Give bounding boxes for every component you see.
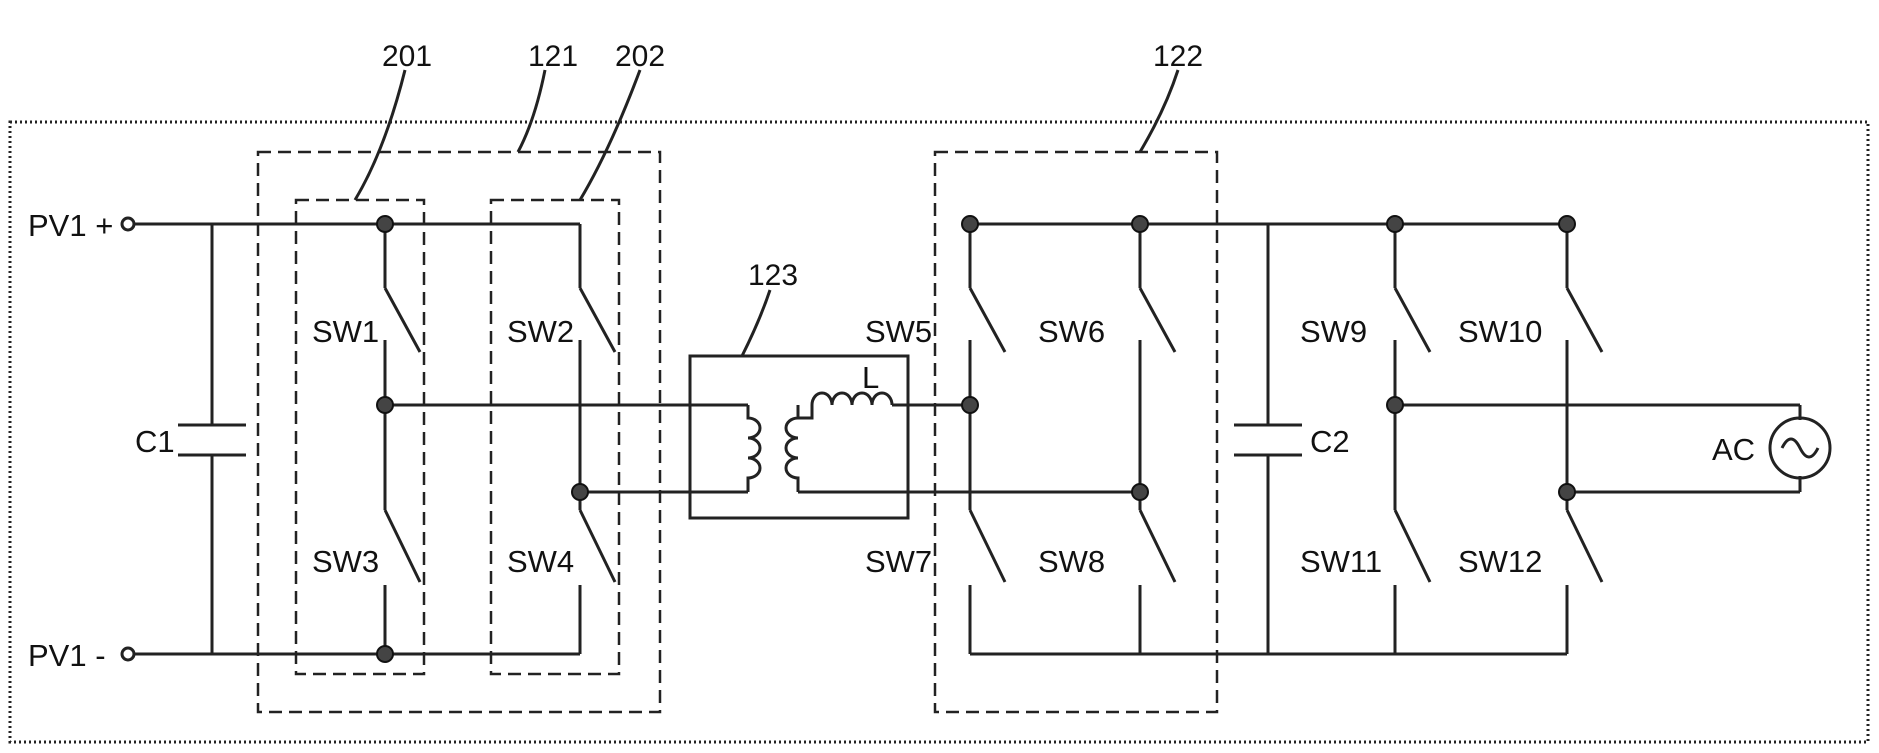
sw5-blade xyxy=(970,288,1005,352)
node-leg4-mid xyxy=(1132,484,1148,500)
block-122 xyxy=(935,152,1217,712)
node-leg1-bot xyxy=(377,646,393,662)
block-201 xyxy=(296,200,424,674)
node-leg3-mid xyxy=(962,397,978,413)
ref-121: 121 xyxy=(528,40,578,73)
outer-frame xyxy=(10,122,1868,742)
sw3-label: SW3 xyxy=(312,544,379,579)
sw9-blade xyxy=(1395,288,1430,352)
block-202 xyxy=(491,200,619,674)
ac-label: AC xyxy=(1712,432,1755,467)
inductor-label: L xyxy=(862,360,879,395)
ref-123: 123 xyxy=(748,259,798,292)
node-leg1-top xyxy=(377,216,393,232)
node-leg2-mid xyxy=(572,484,588,500)
sw3-blade xyxy=(385,510,420,582)
leader-123 xyxy=(742,290,770,356)
sw11-blade xyxy=(1395,510,1430,582)
sw4-label: SW4 xyxy=(507,544,574,579)
inductor-l xyxy=(798,393,892,418)
xfmr-secondary-winding xyxy=(786,405,798,492)
terminal-pv-neg xyxy=(122,648,134,660)
sw1-label: SW1 xyxy=(312,314,379,349)
c1-label: C1 xyxy=(135,424,175,459)
sw8-label: SW8 xyxy=(1038,544,1105,579)
node-leg6-top xyxy=(1559,216,1575,232)
sw10-blade xyxy=(1567,288,1602,352)
sw6-label: SW6 xyxy=(1038,314,1105,349)
sw6-blade xyxy=(1140,288,1175,352)
node-leg1-mid xyxy=(377,397,393,413)
sw2-label: SW2 xyxy=(507,314,574,349)
ref-202: 202 xyxy=(615,40,665,73)
block-121 xyxy=(258,152,660,712)
sw12-blade xyxy=(1567,510,1602,582)
node-leg6-mid xyxy=(1559,484,1575,500)
sw7-blade xyxy=(970,510,1005,582)
leader-122 xyxy=(1140,70,1178,152)
sw7-label: SW7 xyxy=(865,544,932,579)
sw11-label: SW11 xyxy=(1300,544,1382,579)
terminal-pv-pos xyxy=(122,218,134,230)
ref-201: 201 xyxy=(382,40,432,73)
node-leg5-top xyxy=(1387,216,1403,232)
sw12-label: SW12 xyxy=(1458,544,1542,579)
terminal-pv-neg-label: PV1 - xyxy=(28,638,106,673)
terminal-pv-pos-label: PV1 + xyxy=(28,208,113,243)
leader-202 xyxy=(580,70,640,200)
leader-201 xyxy=(355,70,405,200)
sw8-blade xyxy=(1140,510,1175,582)
leader-121 xyxy=(518,70,545,152)
sw2-blade xyxy=(580,288,615,352)
sw9-label: SW9 xyxy=(1300,314,1367,349)
sw10-label: SW10 xyxy=(1458,314,1542,349)
xfmr-primary-winding xyxy=(748,405,760,492)
ac-sine-icon xyxy=(1782,439,1818,457)
sw5-label: SW5 xyxy=(865,314,932,349)
node-leg4-top xyxy=(1132,216,1148,232)
sw1-blade xyxy=(385,288,420,352)
sw4-blade xyxy=(580,510,615,582)
ref-122: 122 xyxy=(1153,40,1203,73)
node-leg5-mid xyxy=(1387,397,1403,413)
node-leg3-top xyxy=(962,216,978,232)
c2-label: C2 xyxy=(1310,424,1350,459)
